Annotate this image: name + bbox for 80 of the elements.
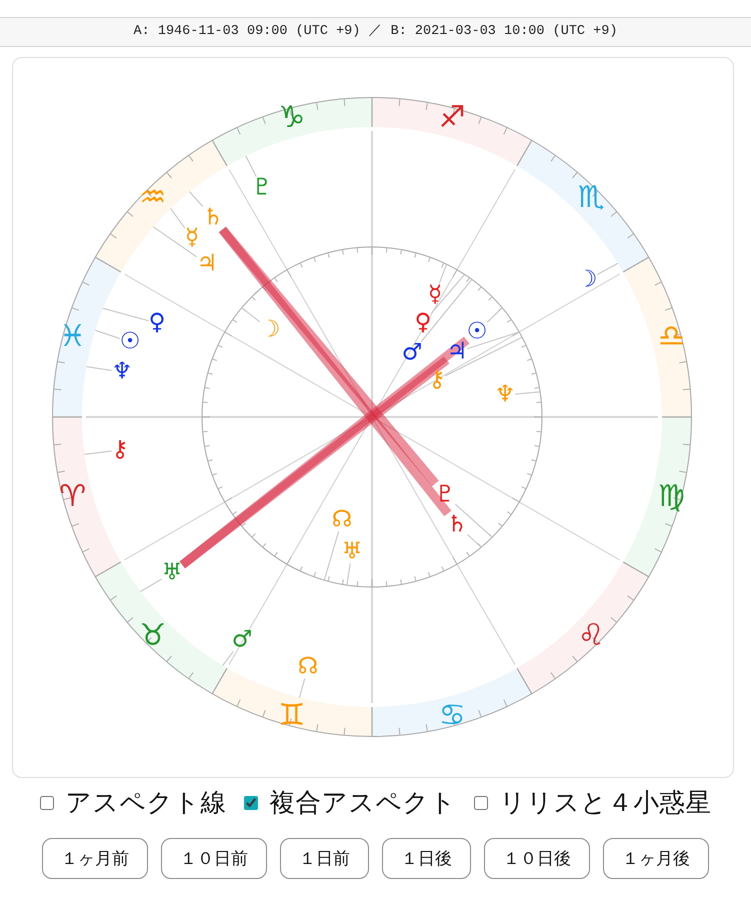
planet-symbol: ♅ [162, 562, 182, 584]
planet-symbol: ⚷ [112, 438, 128, 462]
leader-line [438, 264, 448, 284]
planet-symbol: ♇ [434, 484, 456, 506]
zodiac-sign-symbol: ♊ [278, 701, 306, 732]
planet-symbol: ♀ [148, 312, 166, 334]
checkbox-label: リリスと４小惑星 [500, 788, 712, 819]
leader-line [245, 155, 257, 177]
planet-symbol: ☊ [332, 508, 352, 532]
aspect-line [219, 226, 439, 486]
leader-line [170, 208, 186, 229]
planet-symbol: ♄ [446, 514, 468, 536]
zodiac-sign-symbol: ♌ [578, 621, 605, 652]
planet-symbol: ☿ [428, 284, 442, 306]
planet-symbol: ♃ [196, 252, 218, 276]
planet-symbol: ☿ [184, 226, 200, 250]
planet-symbol: ♂ [402, 342, 422, 364]
leader-line [84, 450, 112, 455]
planet-symbol: ☽ [576, 268, 598, 292]
zodiac-band-segment [94, 562, 227, 694]
zodiac-sign-symbol: ♑ [278, 102, 306, 133]
planet-symbol: ♆ [494, 384, 516, 406]
leader-line [102, 308, 150, 322]
date-step-button: １ヶ月前 [42, 838, 148, 879]
leader-line [346, 563, 351, 586]
planet-symbol: ☊ [298, 656, 318, 678]
date-step-button: １ヶ月後 [603, 838, 709, 879]
zodiac-band-segment [623, 257, 692, 417]
date-step-button: １０日後 [484, 838, 590, 879]
leader-line [152, 226, 198, 258]
zodiac-sign-symbol: ♐ [438, 102, 466, 133]
leader-line [430, 274, 466, 314]
leader-line [466, 332, 520, 350]
zodiac-sign-symbol: ♉ [139, 621, 166, 652]
leader-line [466, 534, 482, 548]
zodiac-band-segment [94, 140, 227, 272]
checkbox-label: アスペクト線 [66, 788, 226, 819]
leader-line [420, 278, 472, 342]
zodiac-sign-symbol: ♓ [59, 322, 86, 352]
leader-line [241, 307, 260, 322]
planet-symbol: ♇ [252, 176, 272, 200]
leader-line [140, 578, 162, 592]
zodiac-band-segment [372, 668, 532, 737]
leader-line [444, 336, 523, 376]
zodiac-band-segment [517, 562, 650, 694]
zodiac-sign-symbol: ♋ [438, 701, 466, 732]
date-header: A: 1946-11-03 09:00 (UTC +9) ／ B: 2021-03-03 10:00 (UTC +9) [134, 22, 618, 41]
date-step-button: １日前 [280, 838, 369, 879]
leader-line [486, 307, 503, 323]
leader-line [86, 366, 112, 371]
planet-symbol: ☉ [120, 330, 140, 354]
date-step-button: １０日前 [161, 838, 267, 879]
zodiac-sign-symbol: ♒ [139, 182, 166, 213]
leader-line [189, 191, 204, 207]
leader-line [324, 531, 340, 581]
zodiac-sign-symbol: ♎ [658, 322, 685, 352]
date-step-button: １日後 [382, 838, 471, 879]
leader-line [222, 651, 234, 666]
planet-symbol: ♆ [112, 360, 132, 384]
planet-symbol: ♃ [446, 340, 468, 364]
zodiac-sign-symbol: ♍ [658, 482, 685, 512]
zodiac-sign-symbol: ♈ [59, 482, 86, 512]
planet-symbol: ♂ [232, 628, 252, 652]
planet-symbol: ♀ [414, 312, 432, 334]
aspect-line [218, 226, 452, 516]
planet-symbol: ☉ [466, 320, 488, 344]
leader-line [298, 678, 306, 698]
zodiac-band-segment [372, 97, 532, 166]
planet-symbol: ♄ [202, 206, 224, 230]
zodiac-band-segment [212, 97, 372, 166]
zodiac-sign-symbol: ♏ [578, 182, 605, 213]
planet-symbol: ☽ [260, 318, 280, 342]
planet-symbol: ♅ [342, 540, 362, 564]
leader-line [514, 391, 541, 395]
planet-symbol: ⚷ [428, 368, 446, 392]
leader-line [454, 504, 493, 538]
leader-line [596, 262, 618, 275]
leader-line [94, 330, 120, 340]
checkbox-label: 複合アスペクト [270, 788, 456, 819]
zodiac-band-segment [623, 417, 692, 577]
